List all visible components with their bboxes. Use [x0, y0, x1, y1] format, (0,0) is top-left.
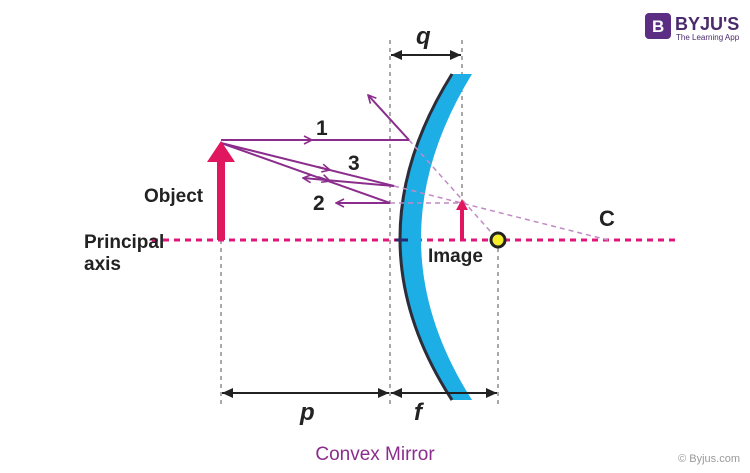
ray2-label: 2	[313, 192, 325, 215]
f-distance-label: f	[414, 399, 424, 426]
brand-logo-mark-letter: B	[652, 17, 664, 36]
ray3-arrow	[317, 167, 330, 170]
object-arrow	[207, 141, 235, 240]
light-rays	[220, 95, 410, 204]
image-label: Image	[428, 246, 483, 267]
brand-name: BYJU'S	[675, 14, 739, 34]
image-arrow	[456, 199, 468, 240]
copyright-notice: © Byjus.com	[678, 453, 740, 465]
ray3-incident	[220, 142, 395, 187]
principal-axis-label-line2: axis	[84, 254, 121, 275]
focal-point	[489, 231, 507, 249]
principal-axis-label-line1: Principal	[84, 232, 164, 253]
object-label: Object	[144, 186, 204, 207]
virtual-ray-extensions	[390, 139, 609, 241]
ray3-label: 3	[348, 152, 360, 175]
ray2-incident	[220, 142, 391, 204]
q-distance-label: q	[416, 23, 431, 50]
brand-logo: B BYJU'S The Learning App	[645, 13, 740, 42]
convex-mirror	[400, 74, 472, 400]
ray3-extension	[393, 185, 609, 241]
ray1-label: 1	[316, 117, 328, 140]
brand-tagline: The Learning App	[676, 33, 740, 42]
ray1-reflected	[368, 95, 410, 141]
center-of-curvature-label: C	[599, 206, 615, 231]
ray2-arrow	[317, 177, 330, 181]
p-distance-label: p	[299, 399, 315, 426]
dimension-arrows	[222, 50, 497, 398]
brand-logo-mark	[645, 13, 671, 39]
ray1-extension	[408, 139, 499, 241]
diagram-caption: Convex Mirror	[315, 444, 435, 465]
ray3-reflected	[303, 178, 395, 187]
